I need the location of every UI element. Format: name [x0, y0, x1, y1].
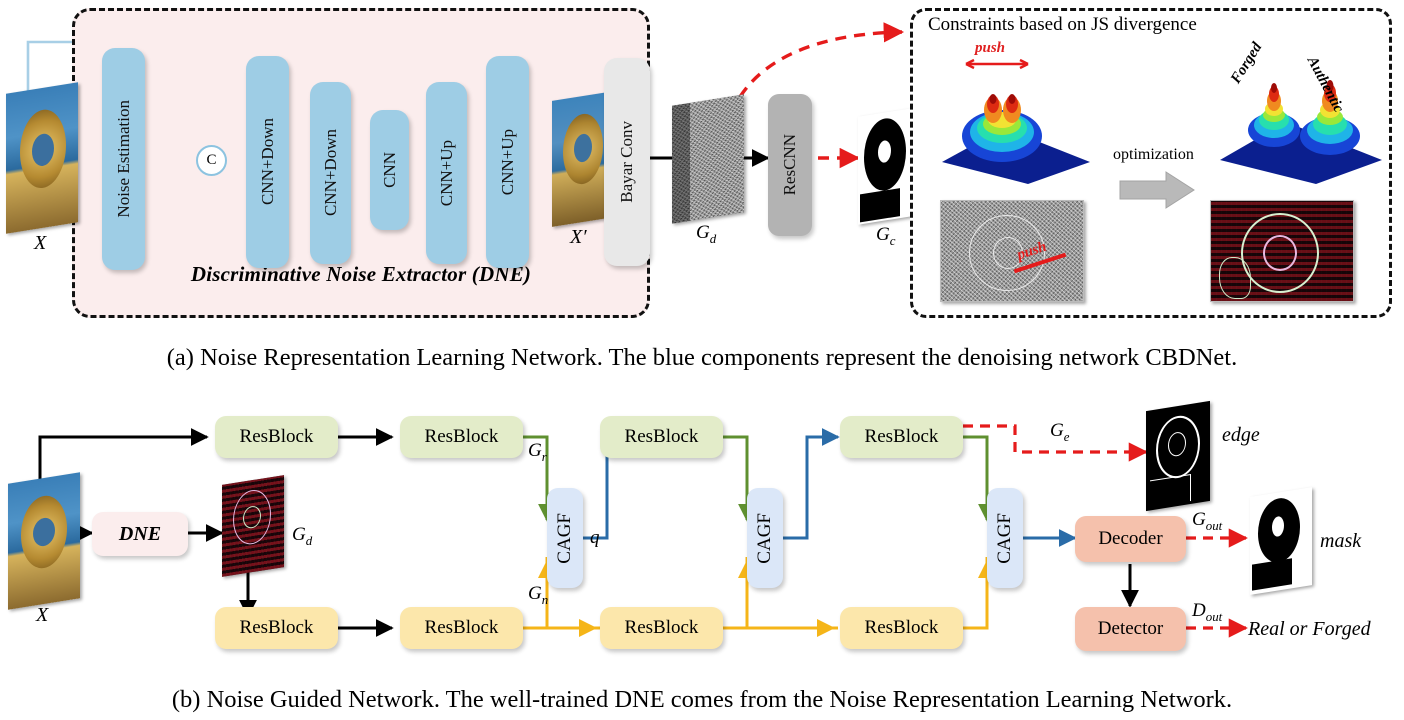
detector-block: Detector: [1075, 607, 1186, 651]
input-image-x: [6, 82, 78, 234]
panel-b-label-input-x: X: [36, 604, 49, 626]
cagf-block-2-label: CAGF: [754, 512, 776, 564]
cagf-block-3: CAGF: [987, 488, 1023, 588]
concat-node: C: [196, 145, 227, 176]
label-gd-a-main: G: [696, 222, 710, 243]
push-label: push: [975, 40, 1006, 56]
top-resblock-1: ResBlock: [215, 416, 338, 458]
bottom-resblock-2-label: ResBlock: [424, 617, 499, 639]
label-mask: mask: [1320, 530, 1362, 552]
concat-label: C: [206, 152, 217, 168]
edge-output-image: [1146, 400, 1210, 512]
block-noise-estimation-label: Noise Estimation: [113, 100, 133, 218]
top-resblock-3: ResBlock: [600, 416, 723, 458]
top-resblock-4: ResBlock: [840, 416, 963, 458]
block-cnn-up-1: CNN+Up: [426, 82, 467, 264]
noise-image-after: [1210, 200, 1354, 302]
top-resblock-3-label: ResBlock: [624, 426, 699, 448]
block-cnn-down-1: CNN+Down: [246, 56, 289, 268]
panel-b-input-image-x: [8, 472, 80, 610]
label-gr-main: G: [528, 440, 542, 461]
decoder-block-label: Decoder: [1098, 528, 1163, 550]
mask-output-image: [1250, 487, 1312, 595]
cagf-block-2: CAGF: [747, 488, 783, 588]
label-ge-sub: e: [1063, 428, 1070, 444]
label-gn-sub: n: [541, 591, 549, 607]
block-cnn-down-2-label: CNN+Down: [320, 129, 340, 217]
label-input-x: X: [34, 232, 47, 254]
block-dne-b-label: DNE: [118, 522, 162, 545]
label-q: q: [590, 527, 600, 548]
top-resblock-2: ResBlock: [400, 416, 523, 458]
label-gc-main: G: [876, 224, 890, 245]
bottom-resblock-2: ResBlock: [400, 607, 523, 649]
block-cnn-label: CNN: [379, 152, 399, 188]
top-resblock-4-label: ResBlock: [864, 426, 939, 448]
block-dne-b: DNE: [92, 512, 188, 556]
block-rescnn: ResCNN: [768, 94, 812, 236]
block-cnn: CNN: [370, 110, 409, 230]
panel-b-label-gd-sub: d: [305, 532, 313, 548]
label-gout: Gout: [1192, 509, 1222, 534]
label-dout-sub: out: [1205, 608, 1223, 624]
panel-b-gd-image: [222, 475, 284, 577]
top-resblock-2-label: ResBlock: [424, 426, 499, 448]
dne-label: Discriminative Noise Extractor (DNE): [190, 262, 532, 286]
bottom-resblock-1-label: ResBlock: [239, 617, 314, 639]
label-gc: Gc: [876, 224, 895, 249]
surface-plot-before: [942, 94, 1090, 184]
label-ge-main: G: [1050, 420, 1064, 441]
cagf-block-3-label: CAGF: [994, 512, 1016, 564]
block-cnn-down-2: CNN+Down: [310, 82, 351, 264]
gc-mask-image: [858, 107, 918, 225]
caption-panel-a: (a) Noise Representation Learning Networ…: [166, 344, 1238, 371]
bottom-resblock-4-label: ResBlock: [864, 617, 939, 639]
label-gc-sub: c: [889, 232, 896, 248]
cagf-block-1: CAGF: [547, 488, 583, 588]
surface-plot-after: [1220, 80, 1382, 184]
block-cnn-down-1-label: CNN+Down: [257, 118, 277, 206]
label-gr: Gr: [528, 440, 547, 465]
label-gout-main: G: [1192, 509, 1206, 530]
bottom-resblock-3-label: ResBlock: [624, 617, 699, 639]
gd-noise-image: [672, 94, 744, 224]
optimization-label: optimization: [1113, 146, 1194, 163]
caption-panel-b: (b) Noise Guided Network. The well-train…: [171, 686, 1233, 713]
block-noise-estimation: Noise Estimation: [102, 48, 145, 270]
top-resblock-1-label: ResBlock: [239, 426, 314, 448]
bottom-resblock-3: ResBlock: [600, 607, 723, 649]
label-dout-main: D: [1192, 600, 1206, 621]
detector-block-label: Detector: [1097, 618, 1164, 640]
decoder-block: Decoder: [1075, 516, 1186, 562]
block-cnn-up-2-label: CNN+Up: [497, 128, 517, 196]
label-gr-sub: r: [541, 448, 547, 464]
bottom-resblock-4: ResBlock: [840, 607, 963, 649]
optimization-arrow-icon: [1119, 171, 1195, 209]
label-ge: Ge: [1050, 420, 1069, 445]
label-dout: Dout: [1192, 600, 1222, 625]
block-bayar-conv-label: Bayar Conv: [617, 121, 637, 203]
label-gn-main: G: [528, 583, 542, 604]
label-edge: edge: [1222, 424, 1260, 446]
block-rescnn-label: ResCNN: [780, 134, 800, 196]
label-real-or-forged: Real or Forged: [1248, 618, 1371, 640]
panel-b-label-gd: Gd: [292, 524, 312, 549]
bottom-resblock-1: ResBlock: [215, 607, 338, 649]
panel-b-label-gd-main: G: [292, 524, 306, 545]
label-x-prime: X′: [570, 226, 587, 248]
label-gn: Gn: [528, 583, 548, 608]
js-divergence-title: Constraints based on JS divergence: [928, 14, 1197, 35]
block-bayar-conv: Bayar Conv: [604, 58, 650, 266]
block-cnn-up-2: CNN+Up: [486, 56, 529, 268]
block-cnn-up-1-label: CNN+Up: [436, 139, 456, 207]
cagf-block-1-label: CAGF: [554, 512, 576, 564]
push-arrow-icon: [965, 58, 1029, 70]
noise-image-before: push: [940, 200, 1084, 302]
label-gd-a-sub: d: [709, 230, 717, 246]
label-gout-sub: out: [1205, 517, 1223, 533]
label-gd-a: Gd: [696, 222, 716, 247]
